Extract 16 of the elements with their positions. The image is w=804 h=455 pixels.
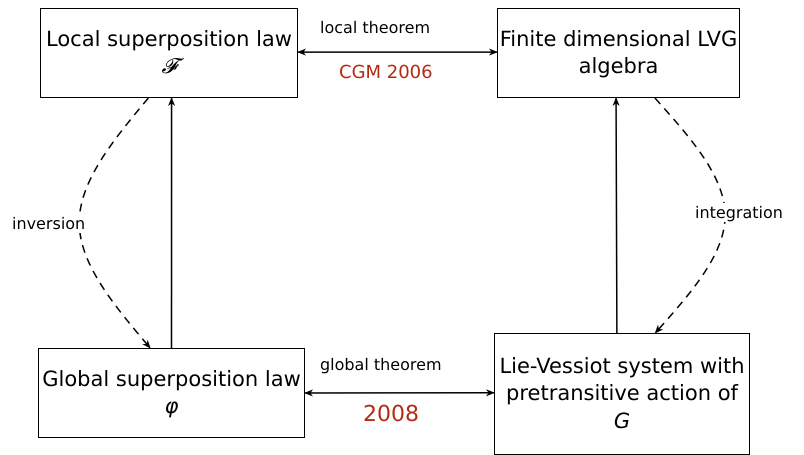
- node-text: Lie-Vessiot system with pretransitive action of G: [498, 353, 746, 435]
- node-box: [494, 333, 750, 455]
- dashed-arrow: [654, 98, 726, 334]
- arrow: [304, 389, 495, 397]
- citation-note: 2008: [363, 402, 419, 427]
- citation-note: CGM 2006: [339, 62, 433, 83]
- dashed-arrow: [78, 98, 151, 349]
- node-box: [497, 8, 740, 98]
- arrow: [297, 48, 498, 56]
- arrow: [168, 97, 176, 348]
- node-box: [38, 348, 305, 438]
- node-text: Local superposition law 𝓕: [45, 26, 293, 80]
- node-text: Global superposition law φ: [41, 366, 302, 420]
- node-text: Finite dimensional LVG algebra: [498, 26, 738, 80]
- arrow: [612, 97, 620, 333]
- node-box: [40, 8, 298, 98]
